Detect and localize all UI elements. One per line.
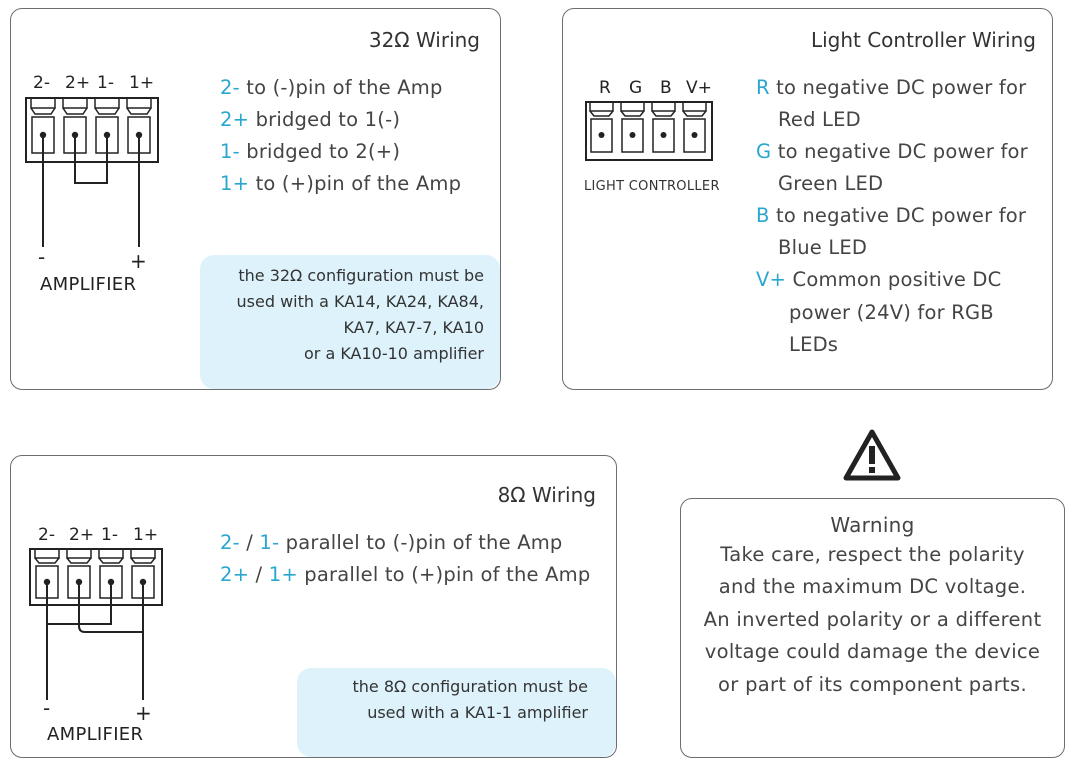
wiring-line-r-cont: Red LED: [778, 108, 861, 131]
wiring-line-minus-pins: 2- / 1- parallel to (-)pin of the Amp: [220, 531, 563, 554]
pin-label-g: G: [629, 78, 643, 98]
wiring-line-1minus: 1- bridged to 2(+): [220, 140, 401, 163]
wiring-line-plus-pins: 2+ / 1+ parallel to (+)pin of the Amp: [220, 563, 591, 586]
configuration-note: the 8Ω configuration must be used with a…: [297, 668, 616, 757]
warning-box: Warning Take care, respect the polarity …: [680, 498, 1065, 758]
terminal-block-connector: [25, 97, 159, 247]
configuration-note: the 32Ω configuration must be used with …: [200, 255, 500, 389]
minus-sign: -: [38, 245, 46, 269]
wiring-line-vplus: V+ Common positive DC: [756, 268, 1002, 291]
warning-triangle-icon: [843, 429, 901, 481]
minus-sign: -: [43, 696, 51, 720]
plus-sign: +: [130, 249, 147, 273]
wiring-line-g: G to negative DC power for: [756, 140, 1028, 163]
pin-label-1minus: 1-: [97, 73, 114, 93]
terminal-block-connector: [29, 548, 163, 700]
amplifier-label: AMPLIFIER: [47, 724, 144, 745]
pin-label-2minus: 2-: [33, 73, 50, 93]
pin-label-2minus: 2-: [38, 525, 55, 545]
warning-line: or part of its component parts.: [718, 673, 1027, 696]
pin-label-b: B: [660, 78, 672, 98]
wiring-line-2minus: 2- to (-)pin of the Amp: [220, 76, 443, 99]
light-controller-connector: [585, 101, 713, 161]
pin-label-1plus: 1+: [133, 525, 159, 545]
wiring-line-b-cont: Blue LED: [778, 236, 868, 259]
pin-label-r: R: [599, 78, 611, 98]
warning-line: and the maximum DC voltage.: [718, 575, 1027, 598]
panel-32ohm-wiring: 32Ω Wiring 2- 2+ 1- 1+ - + AMPLIFIER 2- …: [10, 8, 501, 390]
wiring-line-b: B to negative DC power for: [756, 204, 1027, 227]
pin-label-1plus: 1+: [129, 73, 155, 93]
warning-line: voltage could damage the device: [704, 640, 1041, 663]
wiring-line-1plus: 1+ to (+)pin of the Amp: [220, 172, 462, 195]
amplifier-label: AMPLIFIER: [40, 274, 137, 295]
light-controller-label: LIGHT CONTROLLER: [584, 179, 720, 194]
panel-light-controller-wiring: Light Controller Wiring R G B V+ LIGHT C…: [562, 8, 1053, 390]
pin-label-vplus: V+: [686, 78, 712, 98]
pin-label-1minus: 1-: [101, 525, 118, 545]
wiring-line-vplus-cont2: LEDs: [789, 333, 839, 356]
plus-sign: +: [135, 701, 152, 725]
pin-label-2plus: 2+: [69, 525, 95, 545]
wiring-line-2plus: 2+ bridged to 1(-): [220, 108, 401, 131]
panel-title: 32Ω Wiring: [368, 28, 480, 52]
panel-title: 8Ω Wiring: [497, 483, 596, 507]
warning-line: Take care, respect the polarity: [720, 543, 1025, 566]
warning-line: An inverted polarity or a different: [703, 608, 1042, 631]
wiring-line-vplus-cont: power (24V) for RGB: [789, 301, 994, 324]
wiring-line-r: R to negative DC power for: [756, 76, 1027, 99]
wiring-line-g-cont: Green LED: [778, 172, 884, 195]
warning-title: Warning: [830, 513, 915, 537]
panel-8ohm-wiring: 8Ω Wiring 2- 2+ 1- 1+ - + AMPLIFIER 2- /…: [10, 455, 617, 758]
pin-label-2plus: 2+: [65, 73, 91, 93]
panel-title: Light Controller Wiring: [810, 28, 1036, 52]
